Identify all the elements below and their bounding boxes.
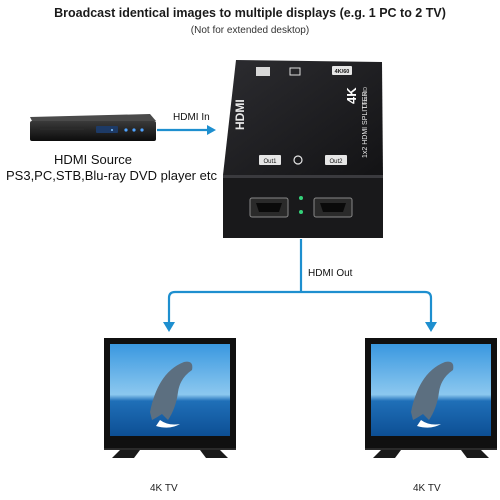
hdmi-in-arrow (157, 125, 216, 135)
hdmi-out-label: HDMI Out (308, 268, 353, 279)
splitter-res-badge: 4K/60 (335, 69, 350, 75)
tv-right-label: 4K TV (413, 483, 441, 494)
tv-left-label: 4K TV (150, 483, 178, 494)
hdmi-port-out2 (313, 197, 353, 218)
link-icon (293, 155, 303, 165)
page-subtitle: (Not for extended desktop) (190, 25, 310, 36)
tv-right (365, 338, 497, 458)
tv-left (104, 338, 236, 458)
splitter-out2-label: Out2 (329, 159, 343, 165)
hdmi-source-devices: PS3,PC,STB,Blu-ray DVD player etc (6, 168, 217, 183)
splitter-out1-label: Out1 (263, 159, 277, 165)
status-led-icon (299, 196, 303, 200)
splitter-uhd-badge: Ultra HD (363, 87, 369, 108)
hdmi-source-label: HDMI Source PS3,PC,STB,Blu-ray DVD playe… (6, 152, 217, 184)
hdmi-logo-icon (256, 67, 270, 76)
hdmi-source-title: HDMI Source (53, 152, 133, 167)
hdmi-splitter (223, 60, 383, 238)
splitter-model-text: 1x2 HDMI SPLITTER (362, 91, 369, 158)
hdmi-source-device (30, 114, 156, 141)
hdmi-port-out1 (249, 197, 289, 218)
status-led-icon (299, 210, 303, 214)
hdmi-out-arrows (163, 239, 437, 332)
splitter-brand-text: HDMI (233, 99, 247, 130)
power-port-icon (289, 67, 301, 76)
page-title: Broadcast identical images to multiple d… (54, 6, 446, 20)
splitter-4k-badge: 4K (344, 87, 359, 104)
hdmi-in-label: HDMI In (173, 112, 210, 123)
